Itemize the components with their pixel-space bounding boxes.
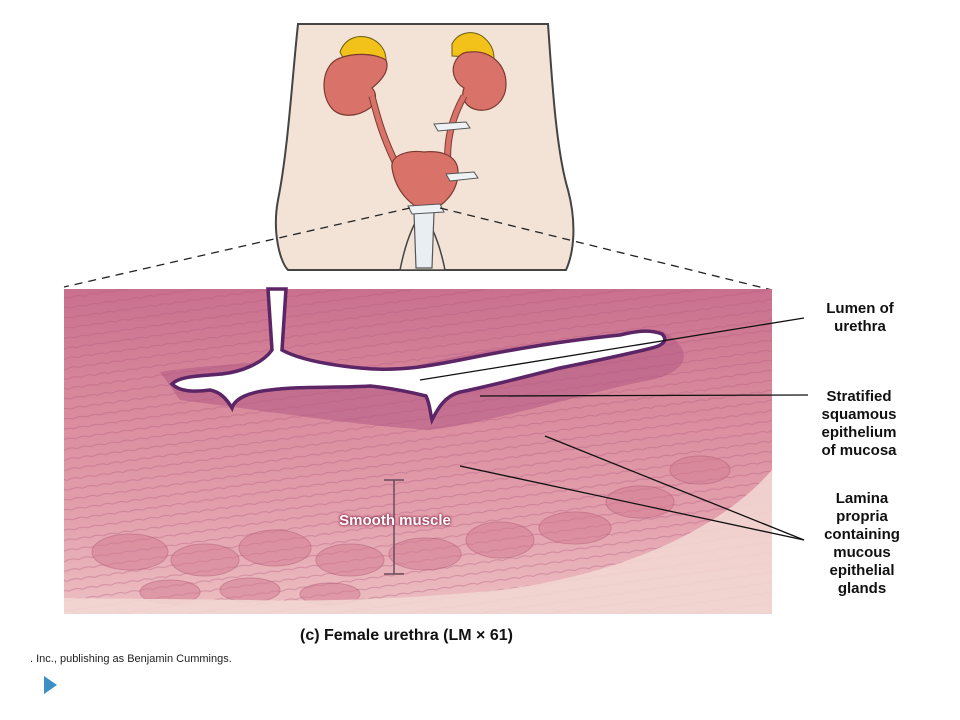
kidney-right — [452, 51, 507, 111]
urethra-tube — [413, 211, 435, 269]
leader-lines — [419, 317, 809, 541]
slide-bullet-icon — [44, 676, 57, 694]
label-smooth-muscle: Smooth muscle — [339, 512, 451, 529]
torso-illustration — [274, 23, 575, 271]
section-slab-ureter — [433, 121, 471, 132]
adrenal-left — [339, 36, 387, 61]
leader-lamina-2 — [544, 435, 805, 541]
figure-caption: (c) Female urethra (LM × 61) — [300, 627, 513, 644]
label-stratified-squamous-epithelium: Stratified squamous epithelium of mucosa — [821, 388, 897, 459]
section-slab-urethra — [407, 203, 445, 215]
copyright-credit: . Inc., publishing as Benjamin Cummings. — [30, 653, 232, 665]
label-lamina-propria: Lamina propria containing mucous epithel… — [824, 490, 900, 597]
leader-lamina-1 — [459, 465, 805, 541]
urethra-lumen — [169, 287, 667, 426]
projection-line-right — [439, 207, 773, 291]
outer-connective — [64, 470, 772, 614]
adrenal-right — [451, 32, 495, 59]
section-slab-bladder — [445, 171, 479, 182]
projection-line-left — [63, 207, 411, 288]
leader-stratified — [479, 394, 809, 397]
smooth-muscle-bracket — [384, 479, 404, 575]
leader-lumen — [419, 317, 805, 381]
micrograph — [64, 287, 772, 614]
label-lumen-of-urethra: Lumen of urethra — [826, 300, 894, 335]
muscle-bundles — [91, 455, 731, 606]
